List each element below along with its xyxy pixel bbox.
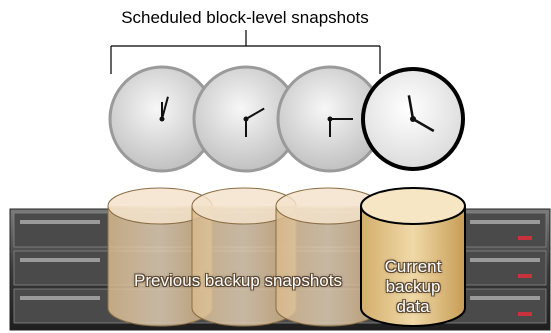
cylinder-previous-3	[275, 187, 381, 327]
cylinder-current	[360, 187, 466, 327]
clock-4	[361, 67, 465, 171]
cylinder-previous-2	[191, 187, 297, 327]
current-data-label: Current backup data	[368, 257, 458, 317]
cylinder-previous-1	[107, 187, 213, 327]
current-label-line-3: data	[396, 297, 430, 316]
current-label-line-2: backup	[385, 277, 441, 296]
diagram-title: Scheduled block-level snapshots	[121, 8, 369, 27]
led-indicators	[518, 236, 532, 316]
current-label-line-1: Current	[384, 257, 442, 276]
bracket	[110, 30, 381, 74]
previous-snapshots-label: Previous backup snapshots	[134, 271, 342, 290]
